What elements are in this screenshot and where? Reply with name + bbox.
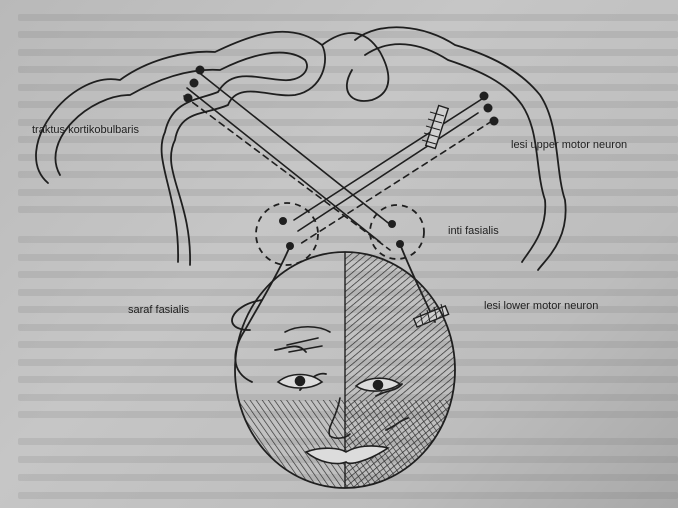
cortex-neuron bbox=[484, 104, 493, 113]
left-cortex-outline bbox=[36, 32, 325, 265]
label-facial-nerve: saraf fasialis bbox=[128, 304, 189, 316]
left-facial-nerve bbox=[235, 246, 290, 382]
cortex-neuron bbox=[490, 117, 499, 126]
left-pupil bbox=[296, 377, 305, 386]
upper-motor-lesion-mark bbox=[422, 105, 448, 148]
nucleus-neuron bbox=[279, 217, 287, 225]
cortex-neuron bbox=[190, 79, 199, 88]
label-lower-lesion: lesi lower motor neuron bbox=[484, 300, 598, 312]
tract-cross-dashed bbox=[184, 96, 390, 250]
tract-right-a bbox=[294, 97, 485, 220]
left-eyebrow bbox=[285, 327, 330, 332]
nucleus-neuron bbox=[388, 220, 396, 228]
cortex-neuron bbox=[480, 92, 489, 101]
left-facial-nucleus bbox=[256, 203, 318, 265]
right-pupil bbox=[374, 381, 383, 390]
right-facial-nucleus bbox=[370, 205, 424, 259]
cortex-neuron bbox=[196, 66, 205, 75]
label-tractus: traktus kortikobulbaris bbox=[32, 124, 139, 136]
left-forehead-lines bbox=[287, 338, 322, 352]
midline-curve bbox=[322, 33, 388, 101]
label-upper-lesion: lesi upper motor neuron bbox=[511, 139, 627, 151]
left-cortex-inner bbox=[55, 53, 307, 262]
cortex-neuron bbox=[184, 94, 193, 103]
label-facial-nuclei: inti fasialis bbox=[448, 225, 499, 237]
